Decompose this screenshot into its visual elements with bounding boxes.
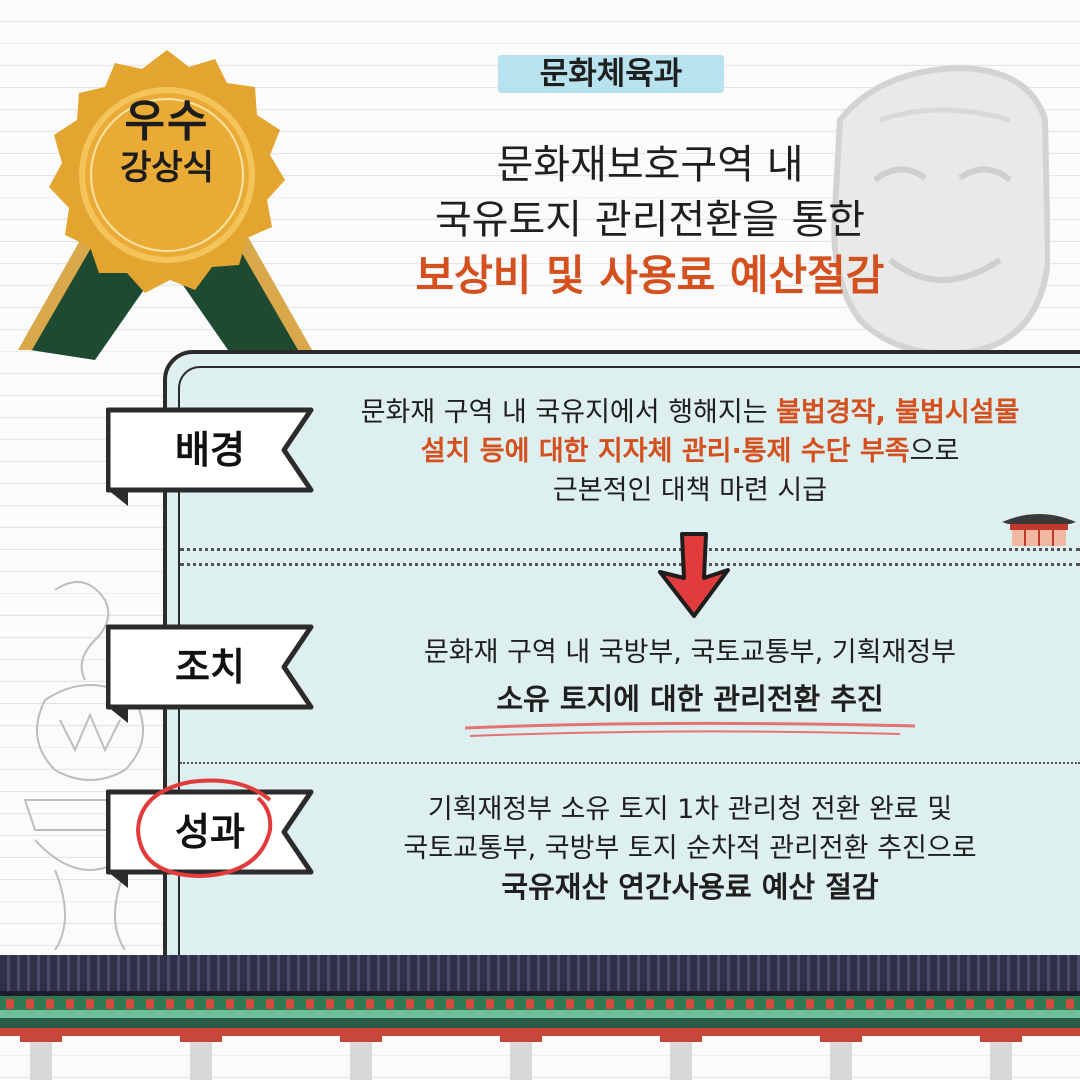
section-label-result: 성과 — [175, 810, 245, 854]
result-text-line3: 국유재산 연간사용료 예산 절감 — [501, 870, 879, 904]
dotted-divider — [180, 762, 1080, 764]
background-text-part1: 문화재 구역 내 국유지에서 행해지는 — [360, 397, 777, 428]
background-text-line3: 근본적인 대책 마련 시급 — [552, 475, 828, 506]
section-label-background: 배경 — [175, 428, 245, 472]
underline-scribble — [464, 721, 916, 737]
page-title: 문화재보호구역 내 국유토지 관리전환을 통한 보상비 및 사용료 예산절감 — [300, 138, 1000, 303]
dotted-divider — [180, 563, 1080, 566]
palace-eave-illustration — [0, 955, 1080, 1080]
title-line2: 국유토지 관리전환을 통한 — [434, 197, 866, 243]
action-text-line1: 문화재 구역 내 국방부, 국토교통부, 기획재정부 — [423, 637, 957, 668]
section-label-action: 조치 — [175, 645, 245, 689]
title-line1: 문화재보호구역 내 — [496, 142, 804, 188]
result-text: 기획재정부 소유 토지 1차 관리청 전환 완료 및 국토교통부, 국방부 토지… — [300, 790, 1080, 907]
title-highlight: 보상비 및 사용료 예산절감 — [415, 251, 885, 300]
hanok-roof-icon — [1002, 514, 1076, 546]
background-text-part2: 으로 — [909, 436, 960, 467]
background-text: 문화재 구역 내 국유지에서 행해지는 불법경작, 불법시설물 설치 등에 대한… — [300, 393, 1080, 510]
medal-text: 우수 강상식 — [72, 96, 262, 188]
background-highlight2: 설치 등에 대한 지자체 관리·통제 수단 부족 — [420, 436, 910, 467]
ribbon-shape — [106, 407, 314, 506]
ribbon-shape — [106, 624, 314, 723]
highlight-circle — [135, 778, 273, 879]
result-text-line1: 기획재정부 소유 토지 1차 관리청 전환 완료 및 — [427, 794, 953, 825]
dotted-divider — [180, 548, 1080, 551]
arrow-down-icon — [658, 532, 730, 618]
background-highlight1: 불법경작, 불법시설물 — [776, 397, 1020, 428]
department-label: 문화체육과 — [498, 55, 724, 93]
mask-illustration — [831, 64, 1050, 357]
result-text-line2: 국토교통부, 국방부 토지 순차적 관리전환 추진으로 — [403, 833, 977, 864]
medal-badge-icon — [18, 50, 312, 360]
medal-name: 강상식 — [120, 148, 214, 188]
medal-rank: 우수 — [124, 96, 210, 147]
action-text-line2: 소유 토지에 대한 관리전환 추진 — [496, 682, 884, 716]
action-text: 문화재 구역 내 국방부, 국토교통부, 기획재정부 소유 토지에 대한 관리전… — [300, 630, 1080, 722]
